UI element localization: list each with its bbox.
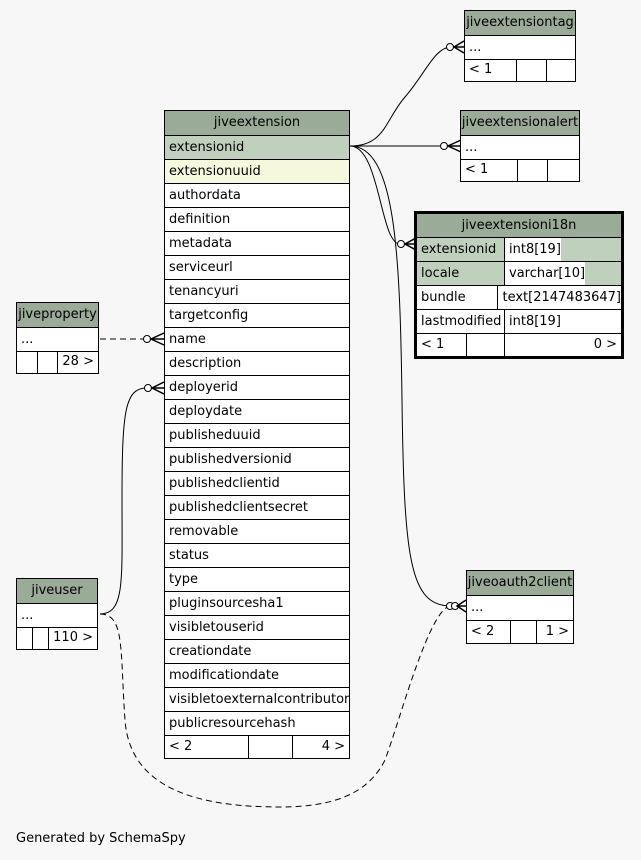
column-type: text[2147483647] — [502, 290, 621, 305]
footer-children — [548, 160, 579, 181]
column-row: ... — [467, 596, 573, 621]
footer-mid — [517, 60, 547, 81]
table-jiveextensiontag[interactable]: jiveextensiontag ... < 1 — [464, 10, 576, 82]
table-footer: 28 > — [17, 352, 98, 373]
column-row-bundle: bundle text[2147483647] — [417, 286, 621, 310]
footer-children — [547, 60, 575, 81]
column-row-creationdate: creationdate — [165, 640, 349, 664]
column-name: locale — [417, 262, 505, 285]
column-row-extensionuuid: extensionuuid — [165, 160, 349, 184]
column-name: bundle — [417, 286, 499, 309]
column-row-publishedclientsecret: publishedclientsecret — [165, 496, 349, 520]
column-name: lastmodified — [417, 310, 505, 333]
footer-parents — [17, 628, 34, 649]
column-name: extensionid — [417, 238, 505, 261]
column-row-modificationdate: modificationdate — [165, 664, 349, 688]
footer-children: 110 > — [53, 630, 93, 645]
link-jiveuser-deployerid — [99, 387, 148, 615]
footer-mid — [249, 736, 293, 759]
footer-parents: < 2 — [467, 621, 511, 643]
column-row-metadata: metadata — [165, 232, 349, 256]
column-row-publisheduuid: publisheduuid — [165, 424, 349, 448]
column-row-lastmodified: lastmodified int8[19] — [417, 310, 621, 334]
column-row-definition: definition — [165, 208, 349, 232]
table-title: jiveproperty — [17, 303, 98, 328]
column-row: ... — [17, 604, 97, 628]
table-jiveproperty[interactable]: jiveproperty ... 28 > — [16, 302, 99, 374]
table-footer: < 1 — [465, 60, 575, 81]
table-jiveextensionalert[interactable]: jiveextensionalert ... < 1 — [460, 110, 580, 182]
link-jiveextensioni18n — [349, 145, 401, 245]
table-title: jiveuser — [17, 579, 97, 604]
footer-parents — [17, 352, 38, 373]
table-title: jiveextensioni18n — [417, 214, 621, 238]
link-jiveuser-oauth2client — [99, 605, 452, 808]
column-row-extensionid: extensionid int8[19] — [417, 238, 621, 262]
column-row-name: name — [165, 328, 349, 352]
column-row-visibletouserid: visibletouserid — [165, 616, 349, 640]
column-type: int8[19] — [505, 238, 561, 261]
table-footer: < 1 — [461, 160, 579, 181]
footer-parents: < 1 — [461, 160, 518, 181]
column-row-tenancyuri: tenancyuri — [165, 280, 349, 304]
table-title: jiveextension — [165, 111, 349, 136]
column-type: varchar[10] — [505, 262, 586, 285]
column-row-extensionid: extensionid — [165, 136, 349, 160]
link-jiveoauth2client — [349, 145, 452, 607]
table-jiveuser[interactable]: jiveuser ... 110 > — [16, 578, 98, 650]
table-title: jiveoauth2client — [467, 571, 573, 596]
footer-mid — [38, 352, 59, 373]
column-row-targetconfig: targetconfig — [165, 304, 349, 328]
table-footer: < 2 1 > — [467, 621, 573, 643]
column-type: int8[19] — [509, 314, 561, 329]
footer-children: 0 > — [593, 337, 617, 352]
table-title: jiveextensionalert — [461, 111, 579, 136]
column-row: ... — [461, 136, 579, 160]
column-row-type: type — [165, 568, 349, 592]
table-jiveoauth2client[interactable]: jiveoauth2client ... < 2 1 > — [466, 570, 574, 644]
column-row: ... — [17, 328, 98, 352]
footer-children: 28 > — [62, 354, 94, 369]
table-footer: < 1 0 > — [417, 334, 621, 356]
footer-children: 4 > — [321, 739, 345, 754]
table-footer: < 2 4 > — [165, 736, 349, 759]
column-row-deploydate: deploydate — [165, 400, 349, 424]
column-row-pluginsourcesha1: pluginsourcesha1 — [165, 592, 349, 616]
column-row-publishedclientid: publishedclientid — [165, 472, 349, 496]
column-row-publicresourcehash: publicresourcehash — [165, 712, 349, 736]
column-row-description: description — [165, 352, 349, 376]
table-title: jiveextensiontag — [465, 11, 575, 36]
footer-mid — [467, 334, 505, 356]
footer-mid — [518, 160, 548, 181]
column-row-publishedversionid: publishedversionid — [165, 448, 349, 472]
column-row-authordata: authordata — [165, 184, 349, 208]
footer-parents: < 1 — [417, 334, 467, 356]
generated-by-label: Generated by SchemaSpy — [16, 831, 186, 846]
column-row-locale: locale varchar[10] — [417, 262, 621, 286]
table-jiveextensioni18n[interactable]: jiveextensioni18n extensionid int8[19] l… — [414, 211, 624, 359]
table-footer: 110 > — [17, 628, 97, 649]
column-row-visibletoexternalcontributors: visibletoexternalcontributors — [165, 688, 349, 712]
footer-mid — [511, 621, 537, 643]
column-row-removable: removable — [165, 520, 349, 544]
footer-children: 1 > — [545, 624, 569, 639]
column-row-deployerid: deployerid — [165, 376, 349, 400]
column-row: ... — [465, 36, 575, 60]
footer-mid — [33, 628, 50, 649]
footer-parents: < 2 — [165, 736, 249, 759]
column-row-serviceurl: serviceurl — [165, 256, 349, 280]
footer-parents: < 1 — [465, 60, 517, 81]
column-row-status: status — [165, 544, 349, 568]
link-jiveextensiontag — [349, 46, 452, 147]
